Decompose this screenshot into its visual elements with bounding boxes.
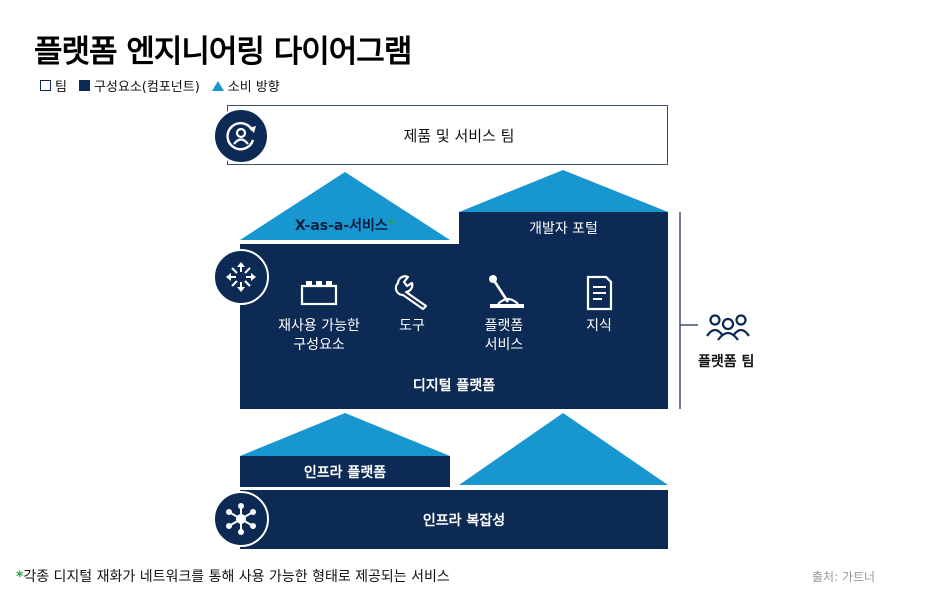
legend-item-consumption: 소비 방향: [211, 76, 280, 95]
document-icon: [586, 275, 613, 311]
legend-consumption-label: 소비 방향: [227, 80, 280, 95]
network-hub-icon: [226, 503, 256, 535]
legend: 팀 구성요소(컴포넌트) 소비 방향: [40, 76, 280, 95]
footnote: *각종 디지털 재화가 네트워크를 통해 사용 가능한 형태로 제공되는 서비스: [16, 566, 450, 586]
footnote-star: *: [16, 569, 24, 585]
component-tools-line1: 도구: [399, 318, 425, 334]
component-knowledge-line1: 지식: [586, 318, 612, 334]
infra-complexity-triangle: [459, 413, 668, 485]
dev-portal-label: 개발자 포털: [529, 221, 598, 237]
team-swatch: [40, 80, 51, 91]
legend-item-component: 구성요소(컴포넌트): [78, 76, 200, 95]
xaas-triangle: [240, 172, 450, 240]
component-swatch: [78, 80, 90, 91]
legend-team-label: 팀: [55, 80, 67, 95]
digital-platform-circle: [213, 249, 269, 305]
infra-complexity-label-wrap: 인프라 복잡성: [260, 490, 668, 549]
footnote-text: 각종 디지털 재화가 네트워크를 통해 사용 가능한 형태로 제공되는 서비스: [23, 569, 450, 585]
component-reusable: 재사용 가능한 구성요소: [259, 317, 379, 355]
infra-complexity-circle: [213, 491, 269, 547]
infra-complexity-label: 인프라 복잡성: [422, 512, 506, 529]
dev-portal-triangle: [459, 170, 668, 212]
infra-platform-box: 인프라 플랫폼: [240, 456, 450, 487]
platform-team-label: 플랫폼 팀: [698, 354, 755, 370]
xaas-star: *: [387, 217, 396, 233]
xaas-label: X-as-a-서비스*: [240, 214, 450, 236]
xaas-text: X-as-a-서비스: [294, 218, 388, 234]
team-people-icon: [706, 314, 750, 341]
component-knowledge: 지식: [559, 317, 639, 336]
product-team-label: 제품 및 서비스 팀: [403, 126, 515, 145]
arrows-out-icon: [226, 262, 256, 292]
infra-platform-triangle: [240, 413, 450, 456]
joystick-icon: [489, 275, 524, 308]
page-title: 플랫폼 엔지니어링 다이어그램: [34, 34, 412, 70]
component-tools: 도구: [372, 317, 452, 336]
source-credit: 출처: 가트너: [812, 570, 876, 584]
digital-platform-label: 디지털 플랫폼: [412, 378, 496, 394]
wrench-icon: [394, 275, 428, 311]
component-reusable-line1: 재사용 가능한: [278, 318, 360, 334]
legend-item-team: 팀: [40, 76, 67, 95]
component-platform-services-line1: 플랫폼: [484, 318, 524, 334]
component-platform-services: 플랫폼 서비스: [464, 317, 544, 355]
product-team-box: [227, 105, 668, 165]
consumption-triangle-swatch: [211, 80, 224, 91]
digital-platform-label-wrap: 디지털 플랫폼: [240, 372, 668, 398]
product-team-circle: [213, 108, 269, 164]
component-platform-services-line2: 서비스: [484, 337, 524, 353]
digital-platform-box: [240, 244, 668, 409]
legend-component-label: 구성요소(컴포넌트): [93, 80, 200, 95]
building-block-icon: [300, 281, 338, 306]
user-cycle-icon: [226, 122, 256, 151]
infra-platform-label: 인프라 플랫폼: [303, 464, 387, 481]
infra-complexity-box: [240, 490, 668, 549]
dev-portal-box: 개발자 포털: [459, 212, 668, 244]
component-reusable-line2: 구성요소: [293, 337, 345, 353]
